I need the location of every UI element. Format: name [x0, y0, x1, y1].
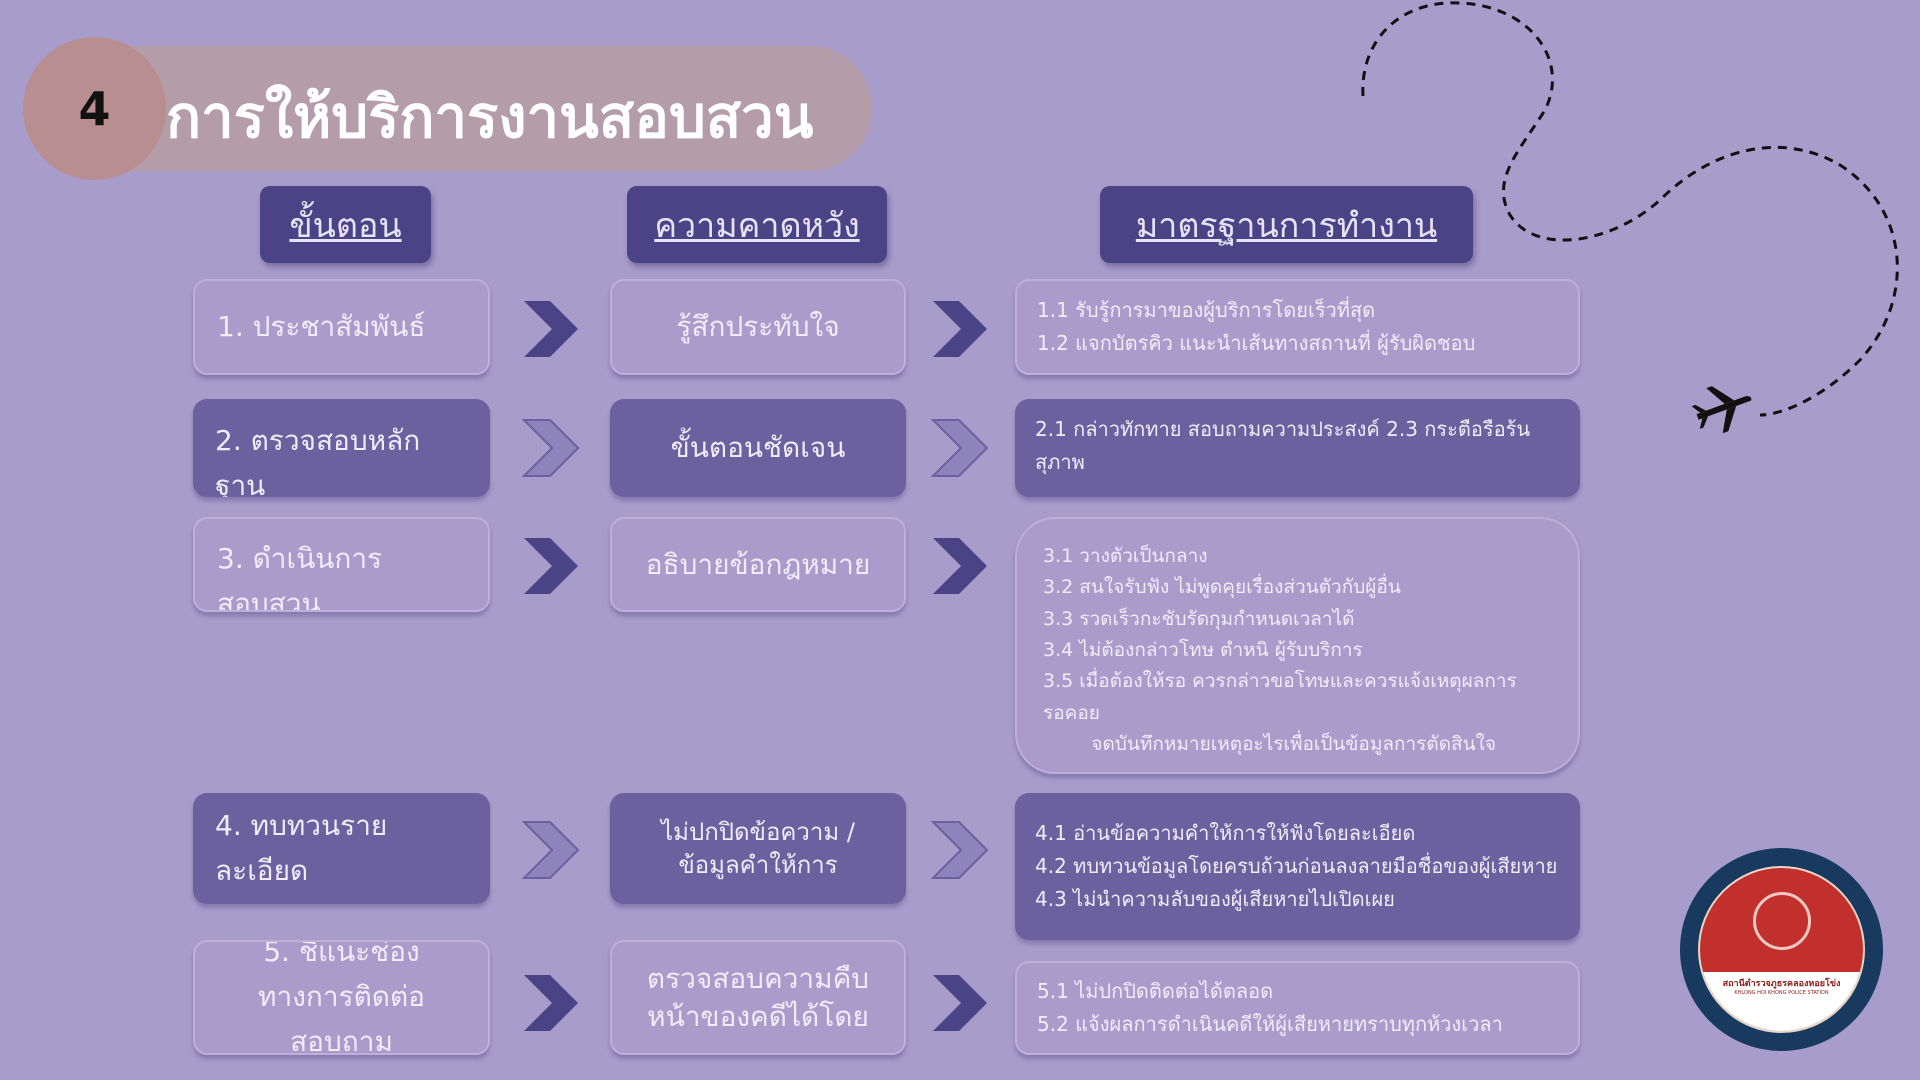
- standards-4: 4.1 อ่านข้อความคำให้การให้ฟังโดยละเอียด …: [1015, 793, 1580, 940]
- chevron-right-icon: [523, 419, 579, 477]
- logo-name-en: KHLONG HOI KHONG POLICE STATION: [1734, 990, 1829, 996]
- standard-item: สุภาพ: [1035, 450, 1085, 474]
- standards-5: 5.1 ไม่ปกปิดติดต่อได้ตลอด 5.2 แจ้งผลการด…: [1015, 961, 1580, 1055]
- standard-item: 5.2 แจ้งผลการดำเนินคดีให้ผู้เสียหายทราบท…: [1037, 1012, 1503, 1036]
- expectation-4: ไม่ปกปิดข้อความ / ข้อมูลคำให้การ: [610, 793, 906, 904]
- step-4: 4. ทบทวนรายละเอียด: [193, 793, 490, 904]
- slide-title: การให้บริการงานสอบสวน: [166, 83, 814, 151]
- header-standards: มาตรฐานการทำงาน: [1100, 186, 1473, 263]
- standard-item: รอคอย: [1043, 701, 1100, 724]
- standard-item: 3.4 ไม่ต้องกล่าวโทษ ตำหนิ ผู้รับบริการ: [1043, 639, 1363, 662]
- expectation-3: อธิบายข้อกฎหมาย: [610, 517, 906, 612]
- standards-1: 1.1 รับรู้การมาของผู้บริการโดยเร็วที่สุด…: [1015, 279, 1580, 375]
- airplane-icon: [1691, 386, 1752, 434]
- standard-item: 3.1 วางตัวเป็นกลาง: [1043, 545, 1208, 567]
- police-station-logo: สถานีตำรวจภูธรคลองหอยโข่ง KHLONG HOI KHO…: [1680, 848, 1883, 1051]
- chevron-right-icon: [933, 301, 987, 357]
- standards-3: 3.1 วางตัวเป็นกลาง 3.2 สนใจรับฟัง ไม่พูด…: [1015, 517, 1580, 774]
- chevron-right-icon: [933, 975, 987, 1031]
- step-2: 2. ตรวจสอบหลักฐาน: [193, 399, 490, 497]
- chevron-right-icon: [524, 975, 578, 1031]
- step-1: 1. ประชาสัมพันธ์: [193, 279, 490, 375]
- chevron-right-icon: [933, 538, 987, 594]
- header-steps: ขั้นตอน: [260, 186, 431, 263]
- standard-item: 3.2 สนใจรับฟัง ไม่พูดคุยเรื่องส่วนตัวกับ…: [1043, 576, 1401, 599]
- chevron-right-icon: [932, 419, 988, 477]
- standards-2: 2.1 กล่าวทักทาย สอบถามความประสงค์ 2.3 กร…: [1015, 399, 1580, 497]
- logo-name-th: สถานีตำรวจภูธรคลองหอยโข่ง: [1722, 979, 1841, 989]
- chevron-right-icon: [524, 538, 578, 594]
- standard-item: 3.5 เมื่อต้องให้รอ ควรกล่าวขอโทษและควรแจ…: [1043, 670, 1517, 693]
- expectation-5: ตรวจสอบความคืบหน้าของคดีได้โดย: [610, 940, 906, 1055]
- standard-item: 4.1 อ่านข้อความคำให้การให้ฟังโดยละเอียด: [1035, 821, 1416, 845]
- standard-item: 5.1 ไม่ปกปิดติดต่อได้ตลอด: [1037, 979, 1274, 1003]
- chevron-right-icon: [524, 301, 578, 357]
- standard-item: 1.1 รับรู้การมาของผู้บริการโดยเร็วที่สุด: [1037, 298, 1376, 322]
- emblem-icon: [1752, 892, 1811, 950]
- standard-item: 2.1 กล่าวทักทาย สอบถามความประสงค์ 2.3 กร…: [1035, 417, 1531, 441]
- standard-item: 1.2 แจกบัตรคิว แนะนำเส้นทางสถานที่ ผู้รั…: [1037, 331, 1476, 355]
- standard-item: 3.3 รวดเร็วกะชับรัดกุมกำหนดเวลาได้: [1043, 607, 1355, 630]
- step-5: 5. ชี้แนะช่องทางการติดต่อสอบถาม: [193, 940, 490, 1055]
- expectation-1: รู้สึกประทับใจ: [610, 279, 906, 375]
- expectation-2: ขั้นตอนชัดเจน: [610, 399, 906, 497]
- header-expectation: ความคาดหวัง: [627, 186, 887, 263]
- standard-item: 4.3 ไม่นำความลับของผู้เสียหายไปเปิดเผย: [1035, 887, 1395, 911]
- chevron-right-icon: [932, 821, 988, 879]
- standard-item: จดบันทึกหมายเหตุอะไรเพื่อเป็นข้อมูลการตั…: [1043, 733, 1497, 756]
- chevron-right-icon: [523, 821, 579, 879]
- step-3: 3. ดำเนินการสอบสวน: [193, 517, 490, 612]
- slide-number: 4: [23, 37, 166, 180]
- standard-item: 4.2 ทบทวนข้อมูลโดยครบถ้วนก่อนลงลายมือชื่…: [1035, 854, 1558, 878]
